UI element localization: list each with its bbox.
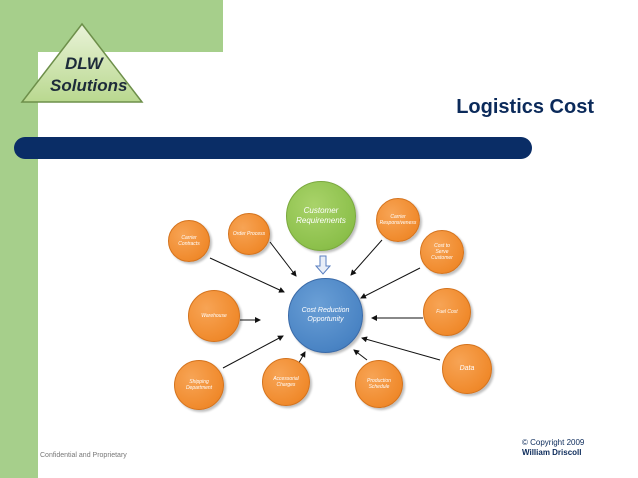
dlw-logo: DLW Solutions <box>20 22 144 104</box>
arrow-cost-to-serve <box>360 267 421 299</box>
node-order-process: Order Process <box>228 213 270 255</box>
node-accessorial-charges: Accessorial Charges <box>262 358 310 406</box>
node-cost-reduction-opportunity: Cost Reduction Opportunity <box>288 278 363 353</box>
node-data: Data <box>442 344 492 394</box>
cost-reduction-diagram: Customer Requirements Carrier Responsive… <box>150 170 500 420</box>
top-accent-block <box>0 0 223 52</box>
arrow-data <box>361 336 441 361</box>
arrow-order-process <box>269 241 297 277</box>
node-customer-requirements: Customer Requirements <box>286 181 356 251</box>
node-shipping-department: Shipping Department <box>174 360 224 410</box>
left-accent-strip <box>0 0 38 478</box>
node-carrier-responsiveness: Carrier Responsiveness <box>376 198 420 242</box>
slide-title: Logistics Cost <box>456 96 594 118</box>
copyright-block: © Copyright 2009 William Driscoll <box>522 438 584 458</box>
logo-triangle-icon <box>20 22 144 103</box>
arrow-carrier-contracts <box>209 257 285 293</box>
copyright-line-1: © Copyright 2009 <box>522 438 585 447</box>
arrow-production <box>353 349 368 361</box>
arrow-shipping <box>222 335 284 369</box>
diagram-arrows <box>209 239 441 371</box>
arrow-carrier-responsiveness <box>350 239 383 276</box>
title-divider-bar <box>14 137 532 159</box>
node-fuel-cost: Fuel Cost <box>423 288 471 336</box>
logo-line-1: DLW <box>65 54 103 73</box>
down-arrow-icon <box>314 255 332 275</box>
node-production-schedule: Production Schedule <box>355 360 403 408</box>
node-cost-to-serve-customer: Cost to Serve Customer <box>420 230 464 274</box>
confidential-notice: Confidential and Proprietary <box>40 452 127 459</box>
copyright-line-2: William Driscoll <box>522 448 582 457</box>
logo-line-2: Solutions <box>50 76 128 95</box>
node-carrier-contracts: Carrier Contracts <box>168 220 210 262</box>
node-warehouse: Warehouse <box>188 290 240 342</box>
